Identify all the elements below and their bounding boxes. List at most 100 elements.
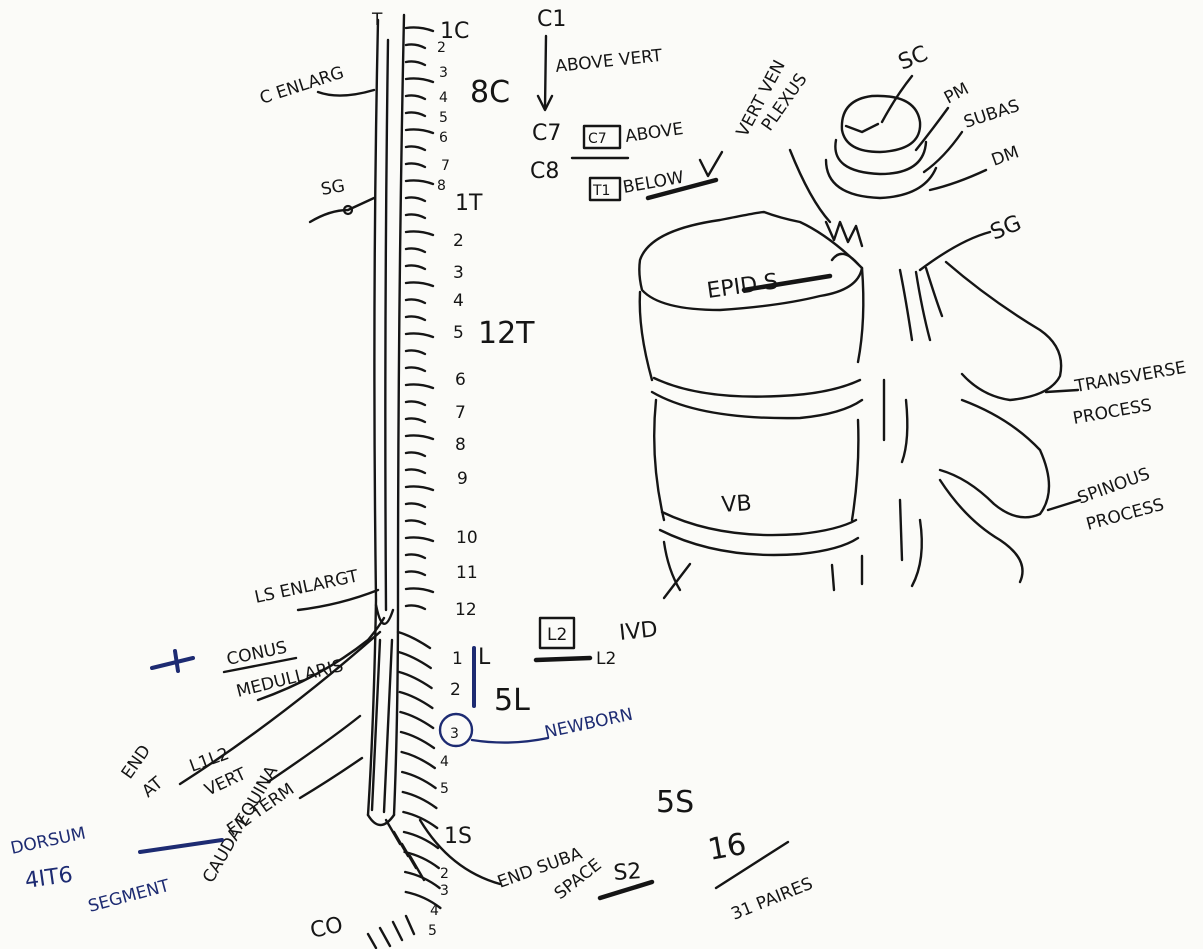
nerve-root-tick xyxy=(406,520,425,524)
nerve-root-tick xyxy=(406,367,425,371)
nerve-root-tick xyxy=(406,469,425,473)
sacral-label-5: 5 xyxy=(428,923,437,939)
above-label: ABOVE xyxy=(624,119,685,147)
newborn-label: NEWBORN xyxy=(543,705,635,743)
co-label: CO xyxy=(308,913,345,944)
subas-label: SUBAS xyxy=(961,96,1022,133)
cervical-label-4: 4 xyxy=(439,90,448,106)
ivd-label: IVD xyxy=(618,617,659,646)
group-cervical: 8C xyxy=(470,75,510,110)
nerve-root-tick xyxy=(406,282,433,286)
nerve-root-tick xyxy=(406,197,425,201)
lamina-upper xyxy=(946,262,1061,400)
arch-line-4 xyxy=(912,520,922,586)
c1-label: C1 xyxy=(537,7,566,32)
nerve-total-b: 31 PAIRES xyxy=(728,874,815,925)
body-lower-right xyxy=(852,420,858,520)
c7-box-label: C7 xyxy=(588,131,607,147)
thoracic-label-3: 3 xyxy=(453,263,464,283)
nerve-root-tick xyxy=(406,146,425,150)
cord-inner-left xyxy=(385,40,388,610)
cauda-equina-root xyxy=(398,632,430,648)
l2-underline xyxy=(536,658,590,660)
nerve-root-tick xyxy=(406,571,425,575)
below-check xyxy=(700,152,722,176)
epidural-notch xyxy=(832,254,858,264)
lumbar-label-3: 3 xyxy=(450,726,459,742)
nerve-root-tick xyxy=(406,554,425,558)
nerve-root-tick xyxy=(406,112,425,116)
c1-arrow-shaft xyxy=(545,36,546,108)
nerve-root-tick xyxy=(406,61,425,65)
process-a-label: PROCESS xyxy=(1071,395,1153,429)
thoracic-label-12: 12 xyxy=(455,600,477,620)
co-tick-3 xyxy=(393,922,402,940)
vertebra-cross-section: VERT VEN PLEXUS SC PM SUBAS DM EPID S xyxy=(639,41,1187,598)
nerve-root-tick xyxy=(406,299,425,303)
thoracic-label-7: 7 xyxy=(455,403,466,423)
dm-label: DM xyxy=(989,142,1022,170)
disc-line-1 xyxy=(654,378,860,397)
fil-term-pointer xyxy=(268,716,360,782)
conus-tip xyxy=(376,605,393,624)
sg-left-label: SG xyxy=(319,176,346,200)
group-sacral: 5S xyxy=(656,785,694,820)
lumbar-mark: L xyxy=(478,645,491,670)
dura-mater-ring xyxy=(826,160,936,198)
spinal-cord-notch xyxy=(846,124,878,132)
newborn-pointer xyxy=(472,738,548,743)
nerve-root-tick xyxy=(406,384,433,388)
cauda-equina-root xyxy=(405,852,439,868)
nerve-root-tick xyxy=(406,44,425,48)
nerve-root-tick xyxy=(406,163,425,167)
lumbar-label-2: 2 xyxy=(450,680,461,700)
cervical-label-6: 6 xyxy=(439,130,448,146)
sg-root-3 xyxy=(926,268,942,316)
s2-label: S2 xyxy=(613,859,643,886)
nerve-root-ticks xyxy=(386,27,440,908)
c-enlarg-label: C ENLARG xyxy=(257,63,346,109)
transverse-process xyxy=(940,400,1049,517)
t1-box-label: T1 xyxy=(592,183,610,199)
nerve-root-tick xyxy=(406,27,433,31)
thoracic-label-2: 2 xyxy=(453,231,464,251)
thoracic-label-10: 10 xyxy=(456,528,478,548)
cervical-label-2: 2 xyxy=(437,40,446,56)
sacral-label-4: 4 xyxy=(430,903,439,919)
sacral-label-3: 3 xyxy=(440,883,449,899)
cauda-equina-root xyxy=(402,772,435,788)
cervical-label-5: 5 xyxy=(439,110,448,126)
lumbar-label-5: 5 xyxy=(440,781,449,797)
nerve-root-tick xyxy=(406,129,433,133)
transverse-pointer xyxy=(1046,390,1078,392)
c-enlarg-pointer xyxy=(318,90,374,96)
vb-label: VB xyxy=(721,491,753,518)
nerve-total-a: 16 xyxy=(705,827,749,868)
c7-label: C7 xyxy=(532,121,561,146)
cauda-equina-root xyxy=(400,692,433,708)
nerve-root-tick xyxy=(406,350,425,354)
co-tick-1 xyxy=(368,934,376,948)
cauda-equina-pointer xyxy=(300,758,362,798)
thoracic-label-4: 4 xyxy=(453,291,464,311)
c-enlarg-mark: T xyxy=(371,10,383,30)
nerve-root-tick xyxy=(406,401,425,405)
group-lumbar: 5L xyxy=(494,683,530,718)
spinous-pointer xyxy=(1048,500,1080,510)
nerve-root-tick xyxy=(406,503,425,507)
cauda-equina-root xyxy=(403,792,437,808)
cauda-equina-root xyxy=(402,752,435,768)
cauda-equina-root xyxy=(399,652,431,668)
nerve-root-tick xyxy=(406,265,425,269)
thoracic-label-8: 8 xyxy=(455,435,466,455)
thoracic-label-9: 9 xyxy=(457,469,468,489)
subas-pointer xyxy=(924,132,962,172)
thoracic-label-5: 5 xyxy=(453,323,464,343)
cervical-label-7: 7 xyxy=(441,158,450,174)
nerve-root-tick xyxy=(406,248,425,252)
vertebral-body-right xyxy=(858,268,863,362)
co-tick-4 xyxy=(406,916,414,934)
transverse-label: TRANSVERSE xyxy=(1072,358,1187,397)
nerve-root-tick xyxy=(406,78,433,82)
cervical-label-8: 8 xyxy=(437,178,446,194)
